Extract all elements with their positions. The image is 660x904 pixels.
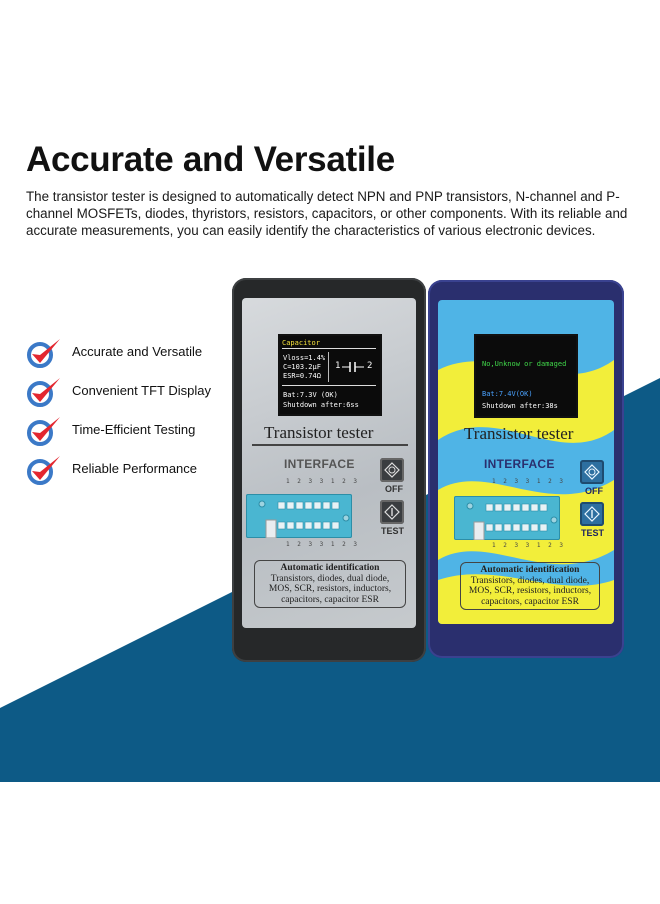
interface-label: INTERFACE: [284, 457, 355, 471]
pin-numbers-top: 1 2 3 3 1 2 3: [492, 478, 565, 485]
device-gray: Capacitor Vloss=1.4% C=103.2μF ESR=0.74Ω…: [232, 278, 426, 662]
pin-numbers-top: 1 2 3 3 1 2 3: [286, 478, 359, 485]
device-face: No,Unknow or damaged Bat:7.4V(OK) Shutdo…: [438, 300, 614, 624]
check-icon: [27, 338, 60, 368]
feature-label: Convenient TFT Display: [72, 383, 211, 398]
feature-item: Accurate and Versatile: [26, 332, 211, 371]
device-title: Transistor tester: [464, 424, 574, 443]
off-button[interactable]: [380, 458, 404, 482]
description: The transistor tester is designed to aut…: [26, 189, 628, 238]
feature-item: Time-Efficient Testing: [26, 410, 211, 449]
pin-numbers-bottom: 1 2 3 3 1 2 3: [286, 541, 359, 548]
power-icon: [584, 464, 600, 480]
feature-item: Reliable Performance: [26, 449, 211, 488]
screen-status: No,Unknow or damaged: [482, 360, 567, 368]
test-button[interactable]: [380, 500, 404, 524]
identification-line: MOS, SCR, resistors, inductors,: [268, 584, 392, 595]
screen-divider: [282, 348, 376, 349]
battery-status: Bat:7.3V (OK): [283, 391, 338, 399]
identification-line: Transistors, diodes, dual diode,: [470, 575, 590, 586]
device-face: Capacitor Vloss=1.4% C=103.2μF ESR=0.74Ω…: [242, 298, 416, 628]
identification-title: Automatic identification: [480, 565, 580, 575]
capacitor-symbol-icon: [342, 362, 364, 372]
feature-label: Time-Efficient Testing: [72, 422, 196, 437]
socket-contacts: [466, 502, 558, 540]
test-icon: [384, 504, 400, 520]
check-icon: [27, 416, 60, 446]
identification-box: Automatic identification Transistors, di…: [254, 560, 406, 609]
test-button[interactable]: [580, 502, 604, 526]
identification-line: capacitors, capacitor ESR: [281, 594, 379, 605]
identification-title: Automatic identification: [280, 563, 380, 573]
check-icon: [27, 455, 60, 485]
zif-socket[interactable]: [454, 496, 560, 540]
zif-socket[interactable]: [246, 494, 352, 538]
screen-line: ESR=0.74Ω: [283, 372, 321, 380]
feature-list: Accurate and Versatile Convenient TFT Di…: [26, 332, 211, 488]
identification-line: capacitors, capacitor ESR: [481, 596, 579, 607]
off-label: OFF: [385, 484, 403, 494]
tft-screen: No,Unknow or damaged Bat:7.4V(OK) Shutdo…: [474, 334, 578, 418]
shutdown-timer: Shutdown after:38s: [482, 402, 558, 410]
interface-label: INTERFACE: [484, 457, 555, 471]
screen-line: Vloss=1.4%: [283, 354, 326, 362]
test-label: TEST: [581, 528, 605, 538]
off-label: OFF: [585, 486, 603, 496]
battery-status: Bat:7.4V(OK): [482, 390, 533, 398]
feature-label: Accurate and Versatile: [72, 344, 203, 359]
power-icon: [384, 462, 400, 478]
tft-screen: Capacitor Vloss=1.4% C=103.2μF ESR=0.74Ω…: [278, 334, 382, 416]
feature-label: Reliable Performance: [72, 461, 198, 476]
device-blue: No,Unknow or damaged Bat:7.4V(OK) Shutdo…: [428, 280, 624, 658]
pin-numbers-bottom: 1 2 3 3 1 2 3: [492, 542, 565, 549]
device-title: Transistor tester: [264, 423, 374, 442]
identification-box: Automatic identification Transistors, di…: [460, 562, 600, 611]
shutdown-timer: Shutdown after:6ss: [283, 401, 359, 409]
identification-line: Transistors, diodes, dual diode,: [270, 573, 390, 584]
screen-line: C=103.2μF: [283, 363, 321, 371]
check-icon: [27, 377, 60, 407]
capacitor-symbol-left: 1: [335, 361, 341, 371]
screen-header: Capacitor: [282, 339, 320, 347]
capacitor-symbol-right: 2: [367, 361, 373, 371]
test-label: TEST: [381, 526, 405, 536]
headline: Accurate and Versatile: [26, 140, 395, 179]
test-icon: [584, 506, 600, 522]
off-button[interactable]: [580, 460, 604, 484]
identification-line: MOS, SCR, resistors, inductors,: [468, 586, 592, 597]
socket-contacts: [258, 500, 350, 538]
feature-item: Convenient TFT Display: [26, 371, 211, 410]
